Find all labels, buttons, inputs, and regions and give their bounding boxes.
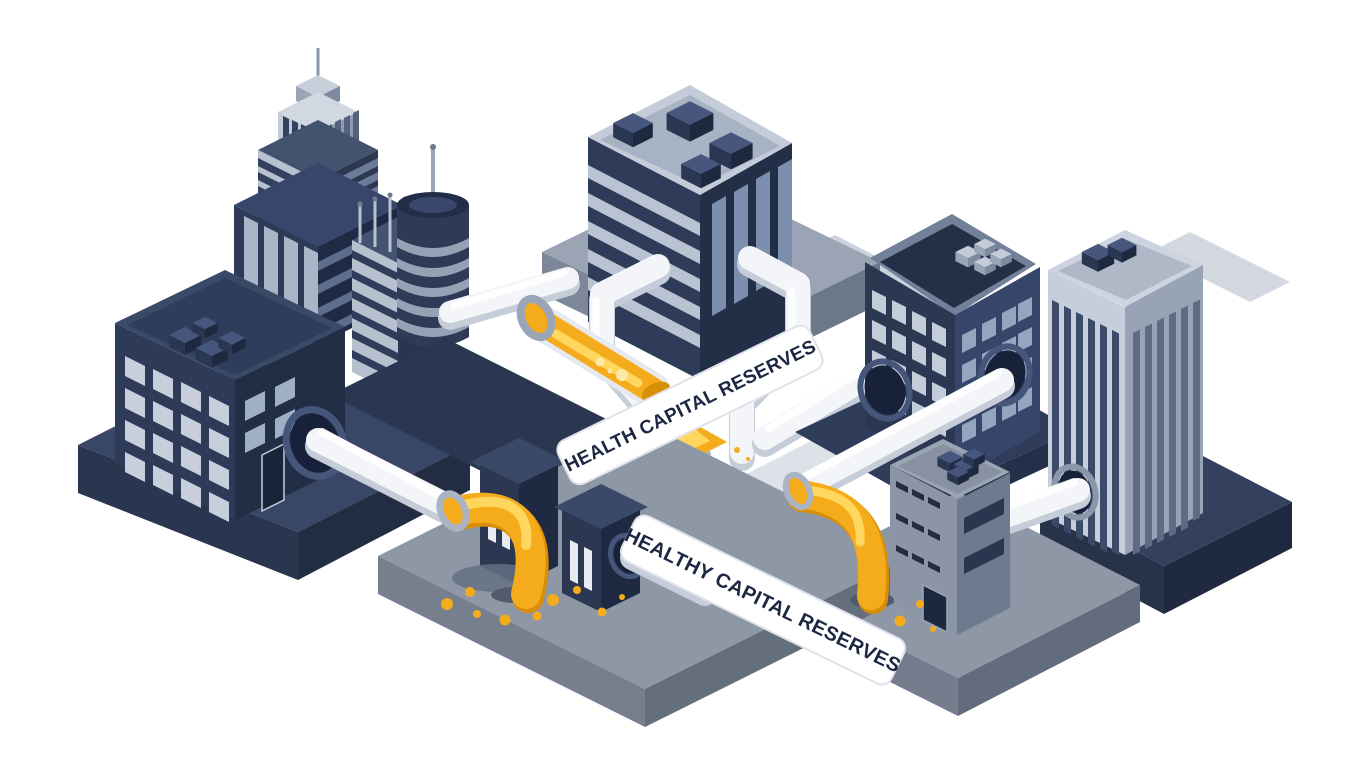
door	[261, 442, 285, 513]
stepped-skyscraper	[234, 48, 402, 345]
pipe-cluster-link	[438, 267, 580, 330]
pilaster-stripes	[1133, 299, 1200, 555]
gold-drain-elbow-left	[436, 490, 625, 626]
pipe-collar	[857, 358, 913, 422]
window-stripes	[588, 165, 700, 348]
pipe-left-building-to-drain	[305, 428, 465, 527]
office-building-center	[588, 85, 792, 380]
office-building-left	[115, 270, 348, 522]
antenna-icon	[316, 48, 320, 78]
gold-flow-channel	[516, 295, 750, 461]
pipe-hole	[864, 365, 906, 415]
flow-collar	[782, 471, 814, 511]
pipe-collar	[282, 406, 348, 480]
city-cluster-left	[234, 48, 469, 395]
flow-collar	[436, 490, 470, 532]
door	[922, 583, 948, 634]
spill-droplets	[441, 586, 625, 626]
rack-bands	[964, 498, 1004, 574]
pipe-from-bank	[752, 360, 888, 457]
pipe-bank-to-drain	[784, 368, 1015, 509]
flow-collar	[516, 295, 556, 341]
server-building	[890, 439, 1010, 635]
